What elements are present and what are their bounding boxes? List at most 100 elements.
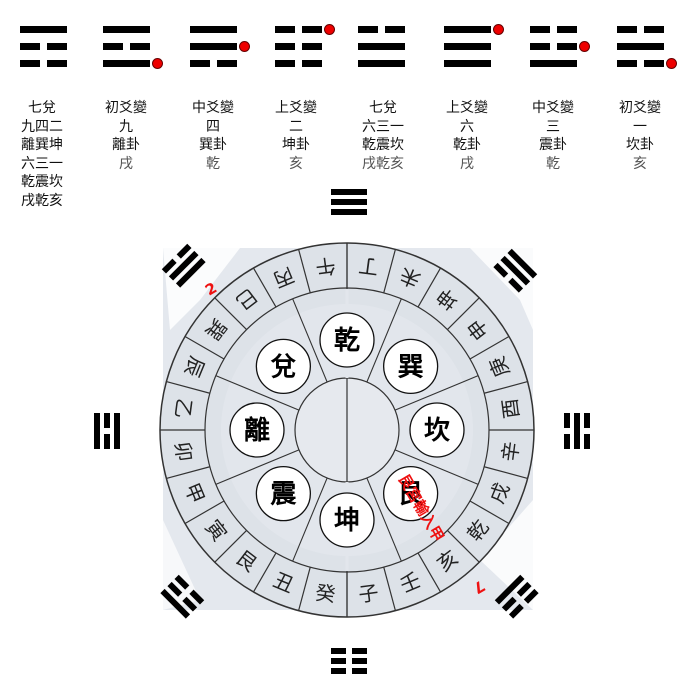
text-line: 震卦 xyxy=(539,137,567,153)
text-line: 初爻變 xyxy=(105,100,147,116)
text-column-7: 中爻變三震卦乾 xyxy=(513,99,593,173)
trigram-circle-巽 xyxy=(382,338,439,395)
broken-line-segment xyxy=(530,26,550,33)
text-line: 初爻變 xyxy=(619,100,661,116)
solid-line xyxy=(530,60,577,67)
mountain-divider xyxy=(214,529,248,563)
broken-line-segment xyxy=(530,43,550,50)
trigram-circle-兌 xyxy=(255,338,312,395)
mountain-divider xyxy=(383,249,396,293)
broken-line-segment xyxy=(644,26,664,33)
text-line: 四 xyxy=(206,118,220,135)
mountain-divider xyxy=(298,567,311,611)
changing-line-dot-icon xyxy=(239,41,250,52)
solid-line xyxy=(103,26,150,33)
broken-line-segment xyxy=(275,26,295,33)
mountain-divider xyxy=(298,249,311,293)
sector-divider xyxy=(215,375,300,411)
trigram-circle-震 xyxy=(255,465,312,522)
solid-line xyxy=(190,43,237,50)
text-column-6: 上爻變六乾卦戌 xyxy=(427,99,507,173)
text-line: 乾震坎 xyxy=(21,174,63,190)
changing-line-dot-icon xyxy=(579,41,590,52)
changing-line-dot-icon xyxy=(493,24,504,35)
trigram-dui-base xyxy=(20,26,80,70)
mountain-label: 乙 xyxy=(170,397,196,420)
trigram-first-line-change xyxy=(103,26,163,70)
mountain-label: 卯 xyxy=(170,440,196,463)
text-column-8: 初爻變一坎卦亥 xyxy=(600,99,680,173)
mountain-divider xyxy=(252,552,277,593)
text-line: 乾震坎 xyxy=(362,137,404,153)
trigram-circle-坤 xyxy=(319,492,375,548)
mountain-divider xyxy=(446,297,480,331)
text-line: 九四二 xyxy=(21,118,63,135)
text-column-2: 初爻變九離卦戌 xyxy=(86,99,166,173)
sector-divider xyxy=(366,298,402,383)
trigram-circle-label: 艮 xyxy=(398,480,425,510)
mountain-divider xyxy=(484,466,528,479)
broken-line-segment xyxy=(385,26,405,33)
broken-line-segment xyxy=(302,60,322,67)
mountain-label: 午 xyxy=(314,253,337,279)
mountain-divider xyxy=(446,529,480,563)
solid-line xyxy=(190,26,237,33)
trigram-circle-label: 巽 xyxy=(398,352,424,382)
trigram-circle-label: 乾 xyxy=(334,326,360,356)
solid-line xyxy=(444,43,491,50)
text-line: 中爻變 xyxy=(532,100,574,116)
text-column-5: 七兌六三一乾震坎戌乾亥 xyxy=(343,99,423,173)
text-column-1: 七兌九四二離巽坤六三一乾震坎戌乾亥 xyxy=(2,99,82,210)
broken-line-segment xyxy=(20,60,40,67)
mountain-label: 子 xyxy=(357,580,380,606)
mountain-label: 癸 xyxy=(314,580,337,606)
broken-line-segment xyxy=(20,43,40,50)
sector-divider xyxy=(394,375,479,411)
trigram-circle-label: 震 xyxy=(270,480,297,510)
text-line: 乾 xyxy=(206,155,220,172)
text-line: 一 xyxy=(633,118,647,135)
text-line: 離卦 xyxy=(112,137,140,153)
solid-line xyxy=(103,60,150,67)
broken-line-segment xyxy=(130,43,150,50)
broken-line-segment xyxy=(190,60,210,67)
broken-line-segment xyxy=(644,60,664,67)
mountain-divider xyxy=(484,381,528,394)
trigram-middle-line-change xyxy=(190,26,250,70)
sector-divider xyxy=(215,449,300,485)
mountain-divider xyxy=(184,335,225,360)
text-line: 三 xyxy=(546,118,560,135)
broken-line-segment xyxy=(302,26,322,33)
text-line: 巽卦 xyxy=(199,137,227,153)
broken-line-segment xyxy=(557,43,577,50)
text-line: 九 xyxy=(119,118,133,135)
trigram-circle-乾 xyxy=(319,312,375,368)
sector-divider xyxy=(292,477,328,562)
hexagram-row xyxy=(0,0,685,90)
trigram-top-qian-icon xyxy=(331,189,367,215)
text-line: 七兌 xyxy=(369,100,397,116)
trigram-upper-right-xun-icon xyxy=(493,248,538,293)
trigram-dui-base-2 xyxy=(358,26,418,70)
trigram-first-line-change-2 xyxy=(617,26,677,70)
trigram-lower-right-gen-icon xyxy=(494,574,539,619)
trigram-upper-left-dui-icon xyxy=(161,243,206,288)
changing-line-dot-icon xyxy=(324,24,335,35)
broken-line-segment xyxy=(617,26,637,33)
trigram-right-kan-icon xyxy=(564,413,590,449)
trigram-circle-label: 兌 xyxy=(270,352,296,382)
broken-line-segment xyxy=(103,43,123,50)
solid-line xyxy=(617,43,664,50)
text-line: 戌 xyxy=(460,155,474,172)
text-line: 乾卦 xyxy=(453,137,481,153)
trigram-circle-艮 xyxy=(382,465,439,522)
text-line: 六三一 xyxy=(21,155,63,172)
text-line: 亥 xyxy=(289,155,303,172)
sector-divider xyxy=(366,477,402,562)
sector-divider xyxy=(394,449,479,485)
broken-line-segment xyxy=(275,60,295,67)
mountain-divider xyxy=(166,381,210,394)
mountain-divider xyxy=(166,466,210,479)
trigram-circle-label: 坤 xyxy=(334,506,360,536)
solid-line xyxy=(444,26,491,33)
